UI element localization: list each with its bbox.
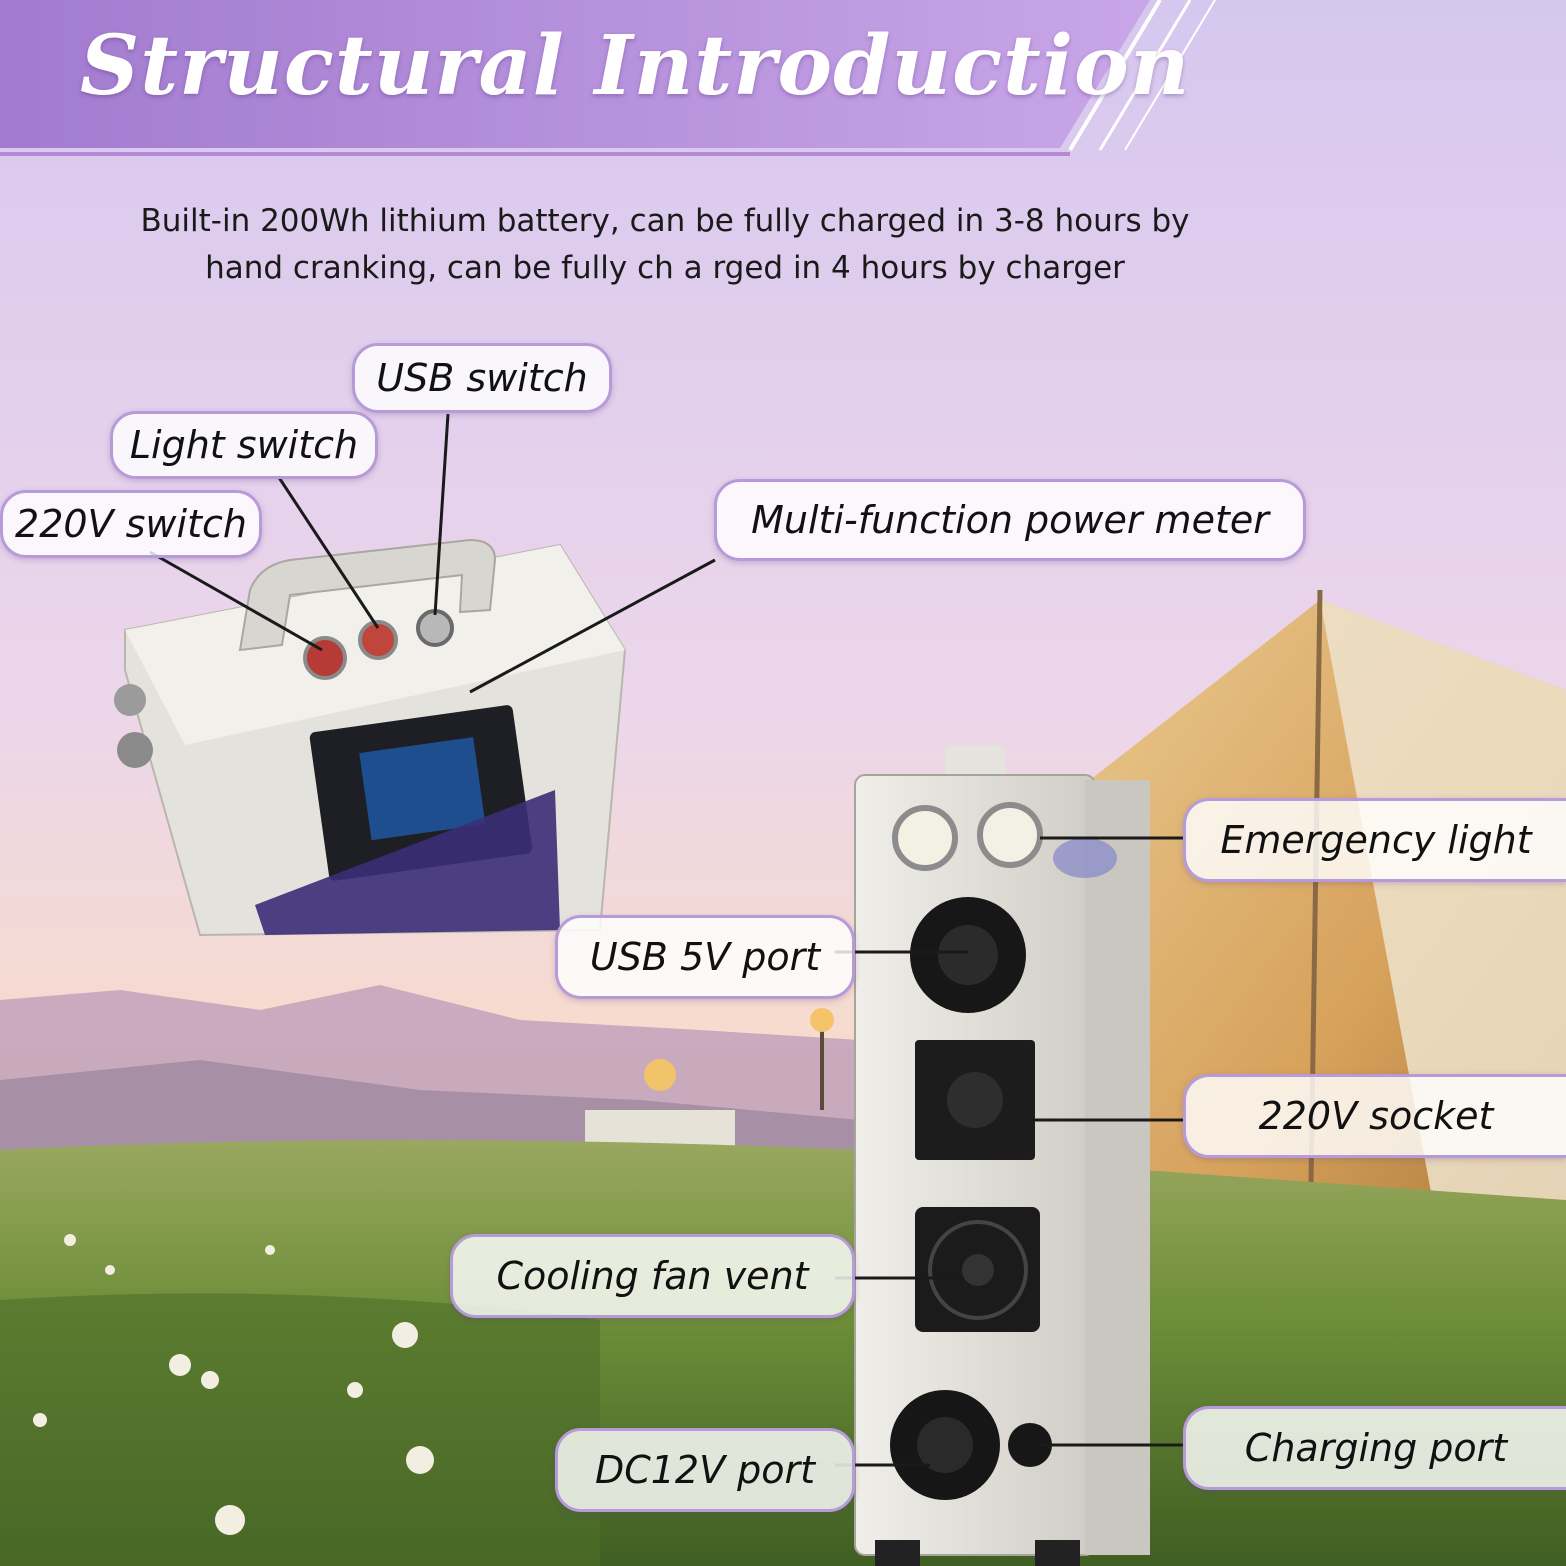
product-description: Built-in 200Wh lithium battery, can be f… (40, 198, 1290, 292)
callout-power-meter: Multi-function power meter (714, 479, 1306, 561)
callout-220v-socket: 220V socket (1183, 1074, 1566, 1158)
callout-220v-switch: 220V switch (0, 490, 262, 558)
callout-emergency-light: Emergency light (1183, 798, 1566, 882)
callout-usb-switch: USB switch (352, 343, 612, 413)
light-switch-icon (358, 620, 398, 660)
page-title: Structural Introduction (80, 18, 1191, 114)
description-line-1: Built-in 200Wh lithium battery, can be f… (140, 203, 1190, 239)
emergency-light-right-icon (977, 802, 1043, 868)
power-station-front-view (854, 745, 1150, 1566)
callout-usb-5v-port: USB 5V port (555, 915, 855, 999)
emergency-light-left-icon (892, 805, 958, 871)
callout-light-switch: Light switch (110, 411, 378, 479)
switch-220v-icon (303, 636, 347, 680)
description-line-2: hand cranking, can be fully ch a rged in… (205, 250, 1125, 286)
callout-cooling-fan-vent: Cooling fan vent (450, 1234, 855, 1318)
callout-dc12v-port: DC12V port (555, 1428, 855, 1512)
title-banner (0, 0, 1216, 156)
charging-port-icon (1008, 1423, 1052, 1467)
power-station-top-view (114, 538, 627, 937)
callout-charging-port: Charging port (1183, 1406, 1566, 1490)
